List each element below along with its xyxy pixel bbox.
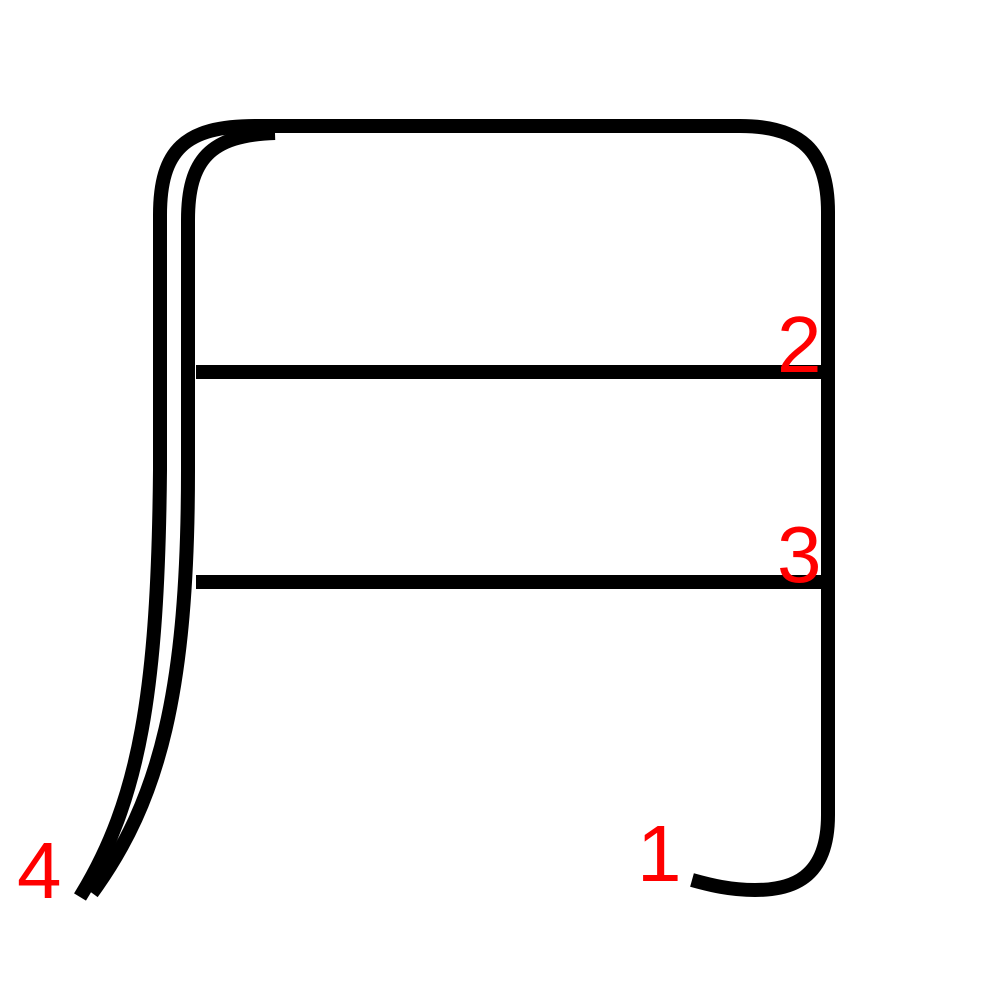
stroke-4 [74,119,276,901]
stroke-1 [255,119,835,897]
stroke-4-path-outer [74,119,256,901]
stroke-number-3: 3 [777,510,822,599]
stroke-1-hook-path [690,803,835,897]
stroke-number-2: 2 [777,300,822,389]
stroke-number-4: 4 [17,826,62,915]
stroke-number-1: 1 [637,809,682,898]
stroke-1-top-right-path [255,119,835,803]
stroke-4-path-inner [86,126,276,898]
